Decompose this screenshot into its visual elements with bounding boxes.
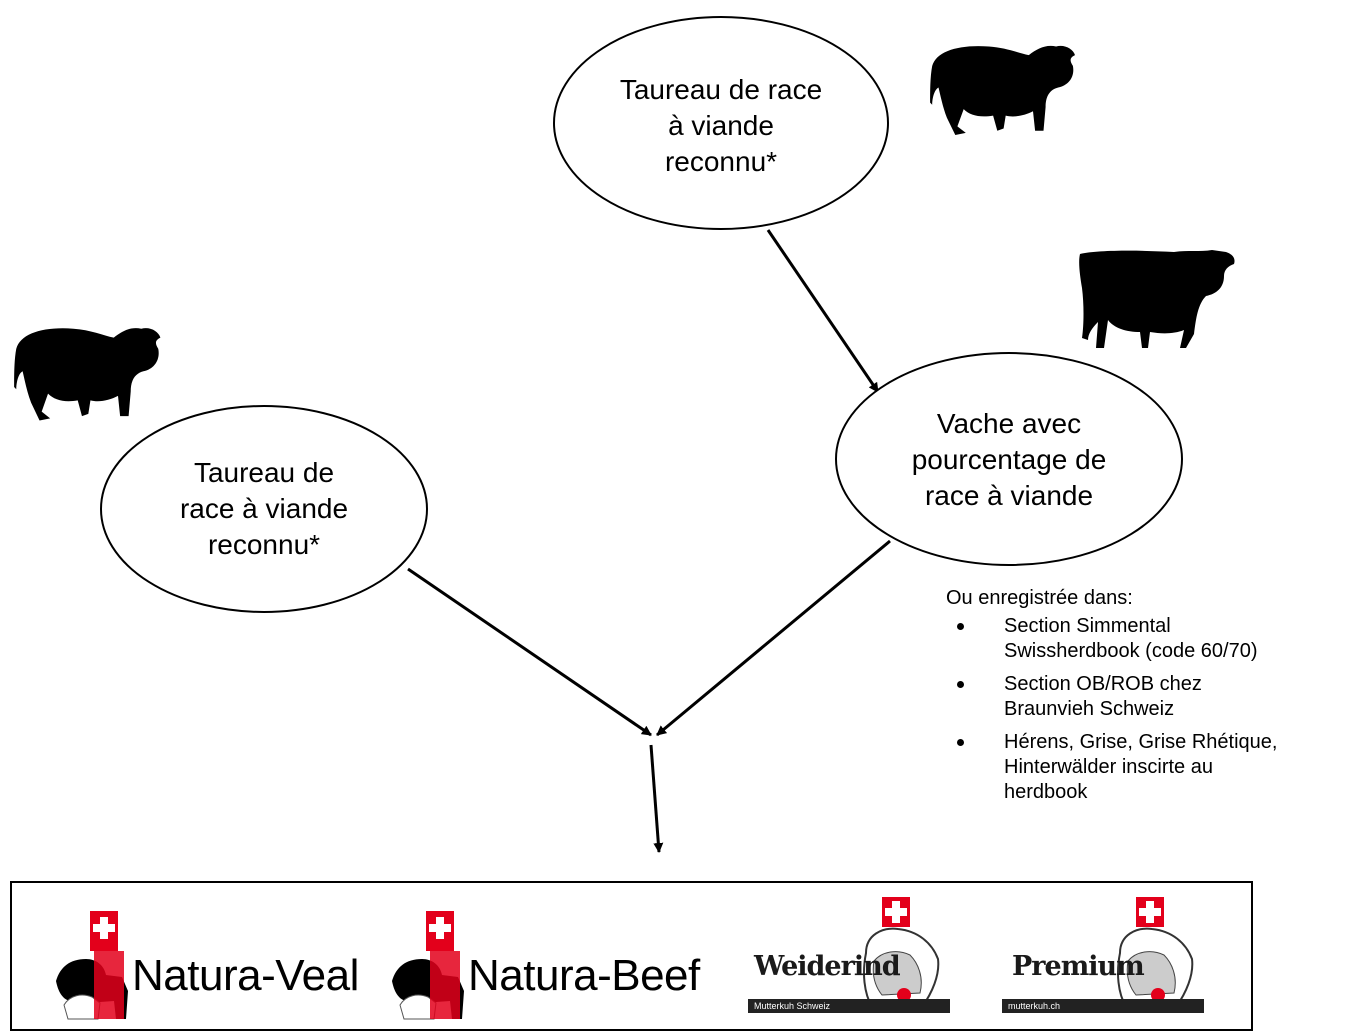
notes-item-simmental: Section Simmental Swissherdbook (code 60… xyxy=(946,614,1346,664)
cow-silhouette-icon xyxy=(1079,250,1235,348)
notes-item-ob-rob: Section OB/ROB chez Braunvieh Schweiz xyxy=(946,672,1346,722)
weiderind-logo: Weiderind Mutterkuh Schweiz xyxy=(742,883,952,1033)
swiss-flag-icon xyxy=(1117,897,1194,1008)
arrow-top-bull-to-cow xyxy=(766,229,880,393)
weiderind-subtext: Mutterkuh Schweiz xyxy=(748,999,950,1013)
bull-silhouette-icon xyxy=(14,328,161,421)
premium-logo: Premium mutterkuh.ch xyxy=(996,883,1206,1033)
swiss-flag-icon xyxy=(392,911,464,1020)
notes-item-herens: Hérens, Grise, Grise Rhétique, Hinterwäl… xyxy=(946,730,1346,805)
natura-veal-text: Natura-Veal xyxy=(132,951,359,1000)
notes-list: Section Simmental Swissherdbook (code 60… xyxy=(946,614,1346,805)
weiderind-text: Weiderind xyxy=(754,951,901,982)
natura-beef-logo: Natura-Beef xyxy=(392,883,722,1033)
top-bull-node xyxy=(553,16,889,230)
natura-beef-text: Natura-Beef xyxy=(468,951,700,1000)
registration-notes: Ou enregistrée dans: Section Simmental S… xyxy=(946,586,1346,813)
cow-label: Vache avec pourcentage de race à viande xyxy=(911,408,1107,511)
premium-text: Premium xyxy=(1012,951,1145,982)
left-bull-node xyxy=(100,405,428,613)
arrow-left-bull-to-merge xyxy=(407,567,652,737)
cow-node xyxy=(835,352,1183,566)
natura-veal-logo: Natura-Veal xyxy=(56,883,396,1033)
premium-subtext: mutterkuh.ch xyxy=(1002,999,1204,1013)
notes-heading: Ou enregistrée dans: xyxy=(946,587,1133,609)
swiss-flag-icon xyxy=(56,911,128,1020)
left-bull-label: Taureau de race à viande reconnu* xyxy=(179,457,349,560)
label-logos-box: Natura-Veal Natura-Beef Weiderind Mutter… xyxy=(10,881,1253,1031)
arrow-merge-to-labels xyxy=(649,744,664,853)
top-bull-label: Taureau de race à viande reconnu* xyxy=(619,74,823,177)
arrow-cow-to-merge xyxy=(656,539,891,737)
bull-silhouette-icon xyxy=(930,45,1075,136)
swiss-flag-icon xyxy=(863,897,940,1008)
